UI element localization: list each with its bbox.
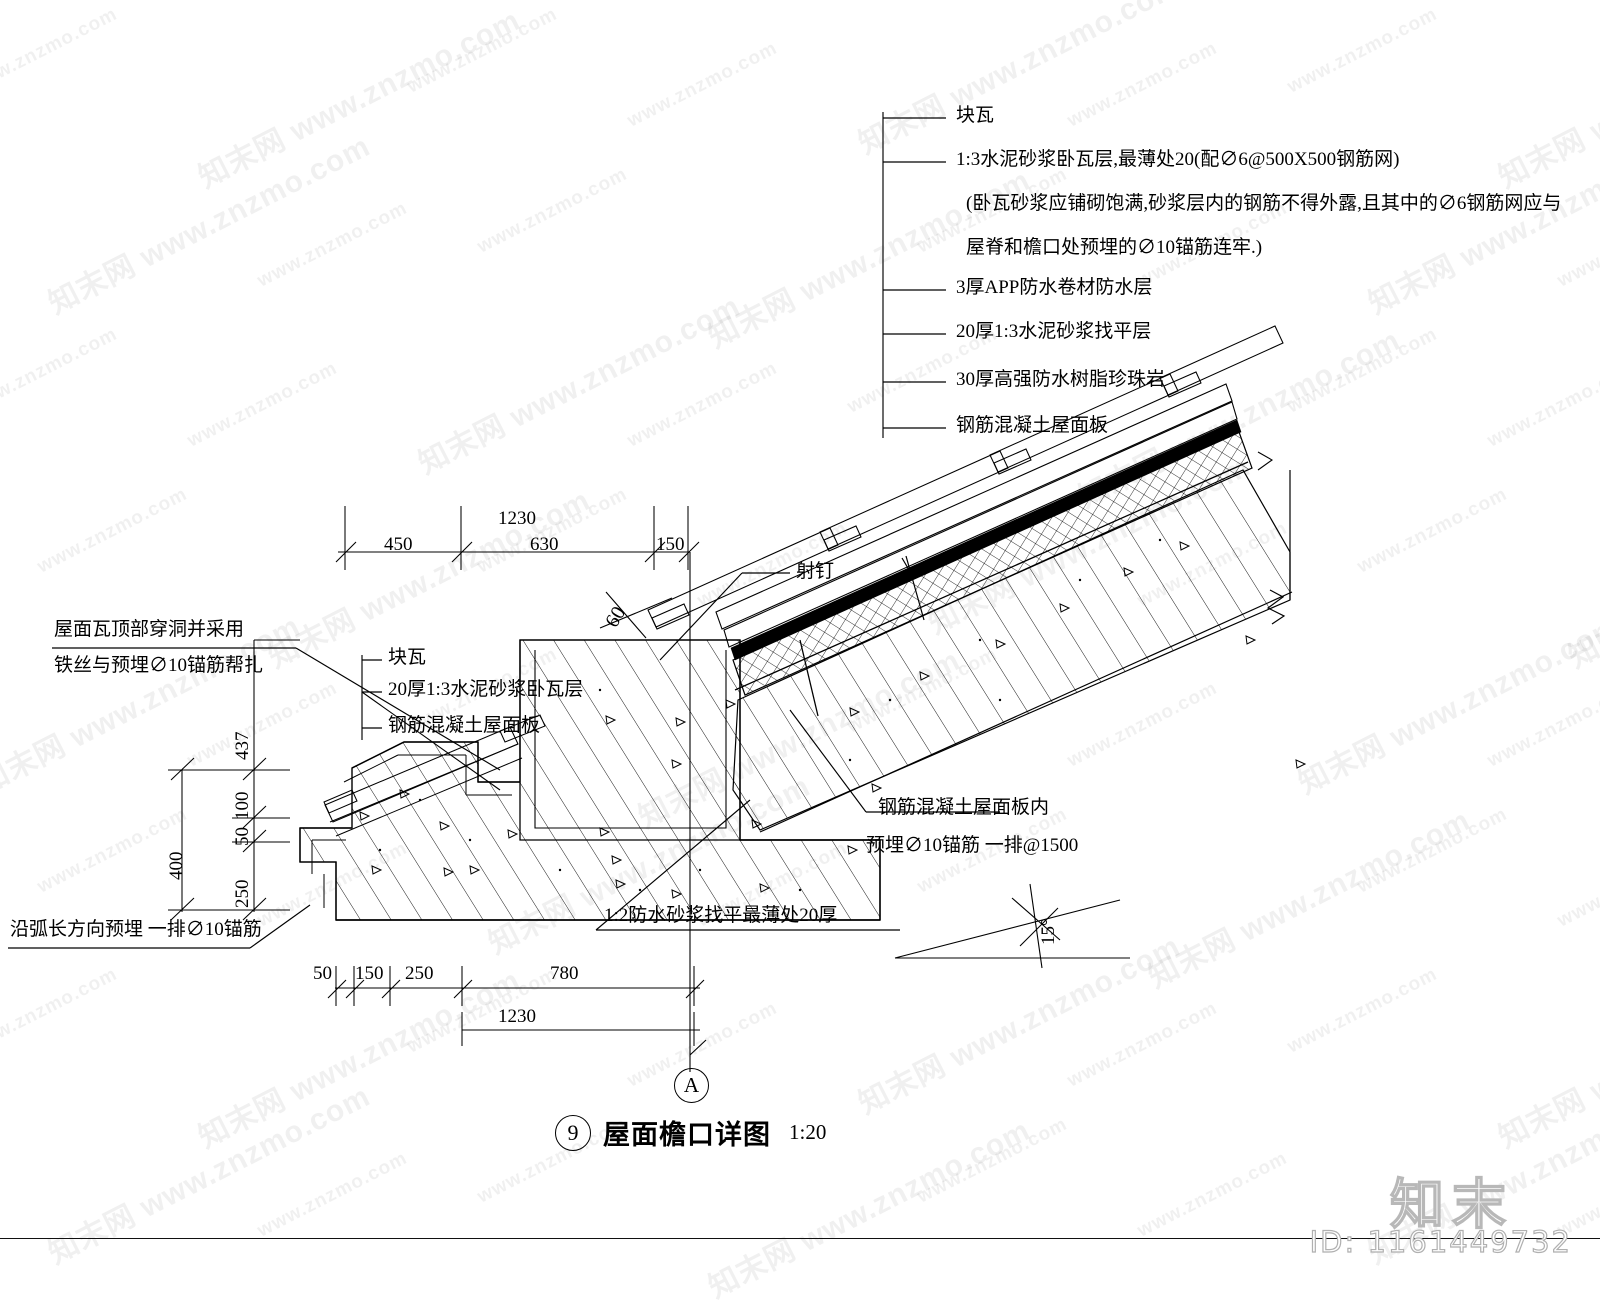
- footer-divider: [0, 1238, 1600, 1239]
- note-arc-anchor: 沿弧长方向预埋 一排∅10锚筋: [10, 919, 262, 940]
- dim-bottom-150: 150: [355, 963, 384, 984]
- detail-number-bubble: 9: [555, 1114, 591, 1151]
- callout-right-7: 30厚高强防水树脂珍珠岩: [956, 369, 1166, 390]
- dim-vertical-100: 100: [232, 791, 253, 821]
- callout-right-4: 屋脊和檐口处预埋的∅10锚筋连牢.): [966, 237, 1263, 258]
- note-tile-wire-line2: 铁丝与预埋∅10锚筋帮扎: [54, 655, 264, 676]
- dim-top-630: 630: [530, 534, 559, 555]
- note-waterproof-mortar: 1:2防水砂浆找平最薄处20厚: [604, 905, 838, 926]
- callout-right-6: 20厚1:3水泥砂浆找平层: [956, 321, 1152, 342]
- callout-right-2: 1:3水泥砂浆卧瓦层,最薄处20(配∅6@500X500钢筋网): [956, 149, 1400, 170]
- note-embedded-rebar-line2: 预埋∅10锚筋 一排@1500: [866, 835, 1079, 856]
- callout-right-1: 块瓦: [956, 105, 995, 126]
- dim-vertical-250: 250: [232, 879, 253, 909]
- label-shooting-nail: 射钉: [796, 561, 835, 582]
- dim-bottom-50: 50: [313, 963, 332, 984]
- dim-vertical-50: 50: [232, 827, 253, 846]
- dim-top-total: 1230: [498, 508, 536, 529]
- dim-vertical-437: 437: [232, 731, 253, 761]
- note-tile-wire-line1: 屋面瓦顶部穿洞并采用: [54, 619, 245, 640]
- callout-right-8: 钢筋混凝土屋面板: [956, 415, 1109, 436]
- callout-middle-3: 钢筋混凝土屋面板: [388, 715, 541, 736]
- callout-middle-1: 块瓦: [388, 647, 427, 668]
- angle-label-15: 15°: [1038, 918, 1059, 945]
- dim-bottom-780: 780: [550, 963, 579, 984]
- callout-middle-2: 20厚1:3水泥砂浆卧瓦层: [388, 679, 584, 700]
- page-title: 屋面檐口详图: [603, 1120, 771, 1151]
- callout-right-3: (卧瓦砂浆应铺砌饱满,砂浆层内的钢筋不得外露,且其中的∅6钢筋网应与: [966, 193, 1562, 214]
- dim-top-150: 150: [656, 534, 685, 555]
- note-embedded-rebar-line1: 钢筋混凝土屋面板内: [878, 797, 1050, 818]
- dim-vertical-400: 400: [166, 851, 187, 881]
- dim-bottom-total: 1230: [498, 1006, 536, 1027]
- section-marker-a: A: [674, 1068, 709, 1103]
- drawing-scale: 1:20: [789, 1120, 827, 1144]
- drawing-title-row: 9 屋面檐口详图 1:20: [555, 1113, 826, 1152]
- dim-bottom-250: 250: [405, 963, 434, 984]
- znzmo-logo: 知末: [1389, 1172, 1514, 1237]
- resource-id: ID: 1161449732: [1309, 1224, 1572, 1259]
- dim-top-450: 450: [384, 534, 413, 555]
- callout-right-5: 3厚APP防水卷材防水层: [956, 277, 1153, 298]
